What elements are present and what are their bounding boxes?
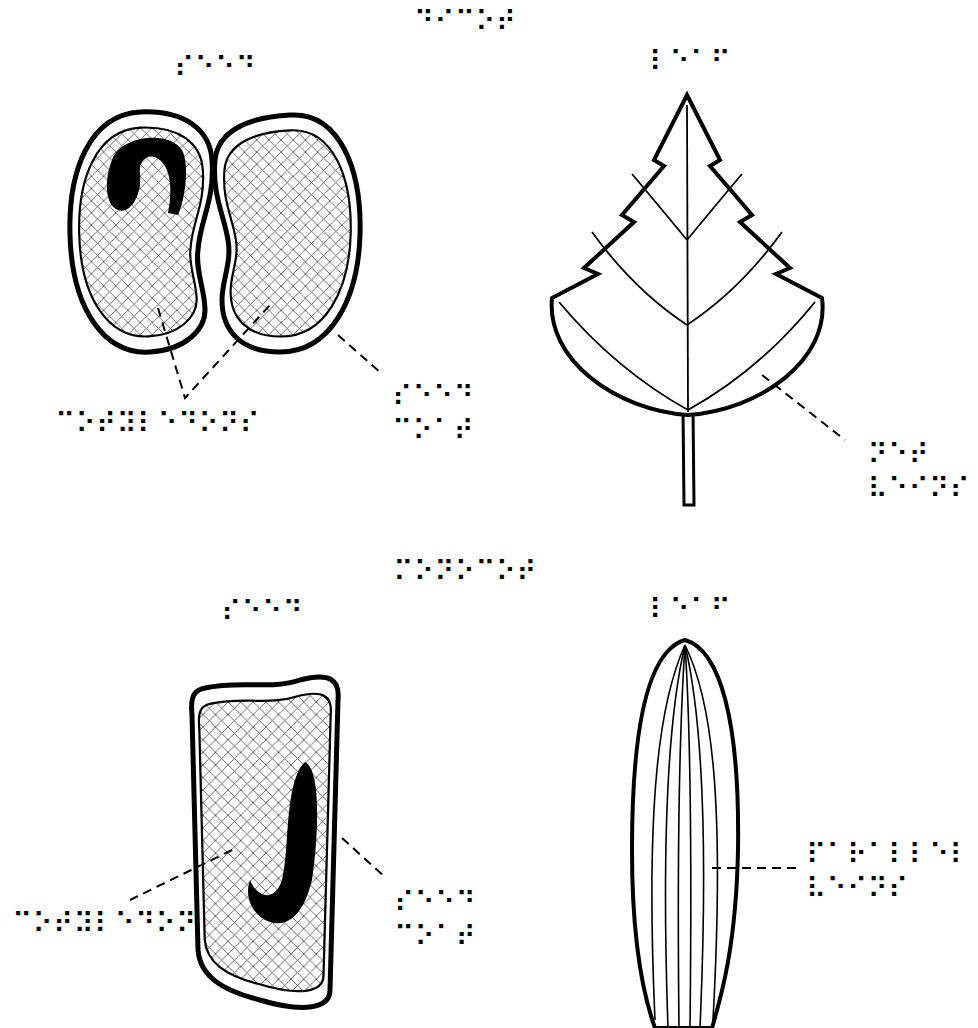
- part-label: ⠝⠑⠞ ⠧⠑⠊⠝⠎: [867, 438, 970, 505]
- monocot-leaf: [632, 640, 738, 1028]
- cotyledon: [79, 127, 203, 336]
- seed-coat: [70, 112, 213, 352]
- petiole: [683, 410, 694, 505]
- figure-label: ⠇⠑⠁⠋: [649, 593, 731, 627]
- figure-label: ⠇⠑⠁⠋: [649, 45, 731, 79]
- part-label: ⠉⠕⠞⠽⠇⠑⠙⠕⠝⠎: [55, 407, 260, 441]
- endosperm: [199, 694, 331, 991]
- part-label: ⠏⠁⠗⠁⠇⠇⠑⠇ ⠧⠑⠊⠝⠎: [806, 838, 970, 905]
- part-label: ⠉⠕⠞⠽⠇⠑⠙⠕⠝: [12, 907, 197, 941]
- cotyledon: [224, 130, 351, 336]
- part-label: ⠎⠑⠑⠙ ⠉⠕⠁⠞: [392, 380, 474, 447]
- parallel-veins: [652, 645, 718, 1028]
- embryo: [107, 138, 186, 215]
- part-label: ⠎⠑⠑⠙ ⠉⠕⠁⠞: [394, 886, 476, 953]
- figure-label: ⠎⠑⠑⠙: [174, 51, 256, 85]
- embryo: [248, 762, 317, 923]
- leader-lines: [130, 305, 845, 900]
- section-title: ⠙⠊⠉⠕⠞: [414, 5, 517, 39]
- seed-coat: [192, 677, 339, 1007]
- section-title: ⠍⠕⠝⠕⠉⠕⠞: [393, 555, 537, 589]
- net-veins: [559, 105, 815, 412]
- leaf-blade: [632, 640, 738, 1028]
- figure-label: ⠎⠑⠑⠙: [221, 595, 303, 629]
- seed-coat: [215, 115, 361, 352]
- monocot-seed: [192, 677, 339, 1007]
- leaf-blade: [552, 95, 823, 415]
- dicot-seed: [70, 112, 360, 352]
- dicot-leaf: [552, 95, 823, 505]
